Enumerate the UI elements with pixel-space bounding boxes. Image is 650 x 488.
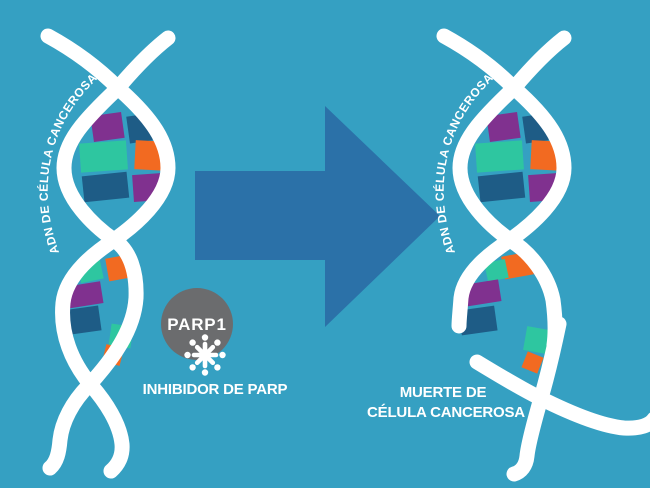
right-dna-base-blocks-lower xyxy=(458,251,550,374)
cell-death-label-line1: MUERTE DE xyxy=(400,384,487,401)
dna-strand-fragment xyxy=(469,354,650,436)
dna-base-block xyxy=(79,140,128,173)
dna-strand xyxy=(436,28,572,334)
dna-base-block xyxy=(90,111,125,143)
right-dna-helix: ADN DE CÉLULA CANCEROSA xyxy=(432,28,650,482)
right-dna-strands xyxy=(436,28,572,353)
dna-strand xyxy=(40,28,176,479)
dna-base-block xyxy=(521,351,544,374)
dna-base-block xyxy=(523,326,550,354)
dna-strand xyxy=(42,30,176,476)
parp-inhibitor-label: INHIBIDOR DE PARP xyxy=(143,381,288,398)
transition-arrow xyxy=(195,106,440,327)
dna-base-block xyxy=(477,171,526,203)
dna-strand xyxy=(452,30,572,353)
parp1-badge-label: PARP1 xyxy=(167,315,226,334)
dna-base-block xyxy=(486,111,521,143)
cell-death-label: MUERTE DE CÉLULA CANCEROSA xyxy=(367,384,525,421)
right-dna-broken-piece xyxy=(469,316,650,482)
asterisk-molecule-icon xyxy=(184,334,226,376)
dna-base-block xyxy=(484,259,509,282)
dna-strand-fragment xyxy=(506,316,567,482)
dna-base-block xyxy=(475,140,524,173)
dna-base-block xyxy=(81,171,130,203)
dna-base-block xyxy=(458,305,498,336)
left-dna-strands xyxy=(40,28,176,479)
cell-death-label-line2: CÉLULA CANCEROSA xyxy=(367,404,525,421)
parp-inhibitor-group: PARP1 INHIBI xyxy=(143,288,288,398)
